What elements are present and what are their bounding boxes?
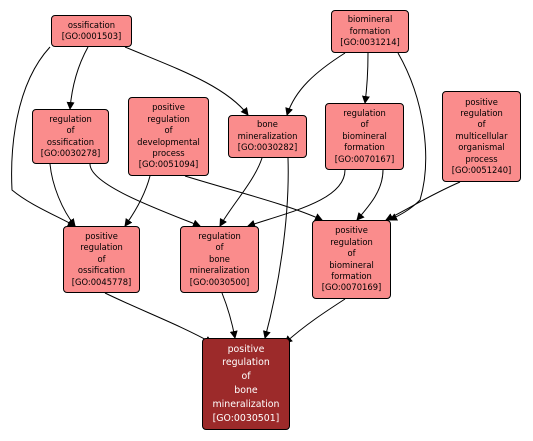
node-label: positive regulation of developmental pro… bbox=[137, 102, 200, 170]
edge-regulation-of-biomineral-formation-to-regulation-of-bone-mineralization bbox=[247, 169, 346, 228]
node-label: biomineral formation [GO:0031214] bbox=[340, 14, 400, 48]
edge-positive-regulation-of-ossification-to-positive-regulation-of-bone-mineralization bbox=[104, 292, 213, 344]
edge-biomineral-formation-to-positive-regulation-of-biomineral-formation bbox=[389, 52, 427, 221]
node-label: regulation of biomineral formation [GO:0… bbox=[334, 107, 395, 164]
edge-developmental-process-to-positive-regulation-of-biomineral-formation bbox=[184, 175, 323, 221]
node-positive-regulation-of-multicellular-organismal-process[interactable]: positive regulation of multicellular org… bbox=[442, 91, 521, 182]
edge-multicellular-process-to-positive-regulation-of-biomineral-formation bbox=[385, 181, 461, 221]
node-positive-regulation-of-ossification[interactable]: positive regulation of ossification [GO:… bbox=[63, 226, 140, 293]
edge-developmental-process-to-positive-regulation-of-ossification bbox=[124, 175, 151, 227]
edge-bone-mineralization-to-regulation-of-bone-mineralization bbox=[219, 157, 263, 227]
edge-regulation-of-bone-mineralization-to-positive-regulation-of-bone-mineralization bbox=[221, 292, 238, 339]
edge-regulation-of-ossification-to-regulation-of-bone-mineralization bbox=[89, 163, 201, 228]
node-label: regulation of bone mineralization [GO:00… bbox=[189, 230, 250, 287]
node-regulation-of-bone-mineralization[interactable]: regulation of bone mineralization [GO:00… bbox=[180, 226, 259, 293]
edge-positive-regulation-of-biomineral-formation-to-positive-regulation-of-bone-mineralization bbox=[284, 298, 346, 344]
node-ossification[interactable]: ossification [GO:0001503] bbox=[51, 15, 132, 47]
node-positive-regulation-of-developmental-process[interactable]: positive regulation of developmental pro… bbox=[128, 97, 209, 176]
edge-biomineral-formation-to-bone-mineralization bbox=[285, 52, 346, 116]
node-regulation-of-ossification[interactable]: regulation of ossification [GO:0030278] bbox=[32, 109, 109, 164]
edge-ossification-to-regulation-of-ossification bbox=[66, 46, 89, 110]
node-label: regulation of ossification [GO:0030278] bbox=[40, 113, 101, 158]
edge-biomineral-formation-to-regulation-of-biomineral-formation bbox=[361, 52, 370, 104]
edge-ossification-to-positive-regulation-of-ossification bbox=[11, 46, 76, 227]
edge-regulation-of-ossification-to-positive-regulation-of-ossification bbox=[49, 163, 76, 227]
node-bone-mineralization[interactable]: bone mineralization [GO:0030282] bbox=[228, 115, 307, 158]
node-label: bone mineralization [GO:0030282] bbox=[237, 119, 298, 153]
node-label: positive regulation of ossification [GO:… bbox=[71, 230, 132, 287]
edge-ossification-to-bone-mineralization bbox=[124, 46, 249, 116]
node-label: positive regulation of bone mineralizati… bbox=[212, 343, 280, 424]
node-biomineral-formation[interactable]: biomineral formation [GO:0031214] bbox=[331, 10, 409, 53]
node-label: ossification [GO:0001503] bbox=[61, 19, 122, 41]
edge-bone-mineralization-to-positive-regulation-of-bone-mineralization bbox=[262, 157, 289, 339]
edge-regulation-of-biomineral-formation-to-positive-regulation-of-biomineral-formation bbox=[356, 169, 384, 221]
node-label: positive regulation of multicellular org… bbox=[451, 96, 512, 176]
node-label: positive regulation of biomineral format… bbox=[321, 225, 382, 293]
node-positive-regulation-of-biomineral-formation[interactable]: positive regulation of biomineral format… bbox=[312, 220, 391, 299]
node-regulation-of-biomineral-formation[interactable]: regulation of biomineral formation [GO:0… bbox=[325, 103, 404, 170]
node-positive-regulation-of-bone-mineralization[interactable]: positive regulation of bone mineralizati… bbox=[202, 338, 290, 430]
